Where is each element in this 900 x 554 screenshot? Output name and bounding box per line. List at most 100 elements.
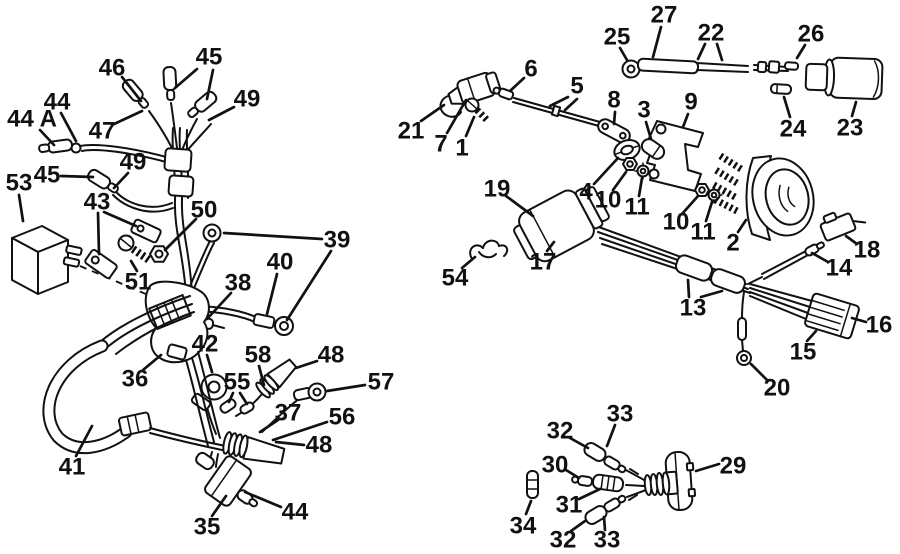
callout-label-32: 32 — [547, 418, 574, 445]
callout-leader-line — [736, 218, 748, 234]
callout-leader-line — [274, 440, 306, 447]
callout-leader-line — [644, 120, 653, 141]
callout-leader-line — [419, 103, 446, 123]
callout-label-42: 42 — [192, 331, 219, 358]
callout-label-15: 15 — [790, 339, 817, 366]
hex-nut-10-b — [694, 183, 710, 197]
screw-51 — [117, 234, 152, 264]
callout-leader-line — [325, 383, 367, 393]
choke-connector-assembly — [526, 441, 697, 526]
multi-pin-connector-16 — [804, 292, 860, 340]
junction-lower-wires — [185, 351, 221, 447]
callout-label-54: 54 — [442, 265, 469, 292]
callout-leader-line — [222, 231, 324, 241]
callout-leader-line — [163, 217, 198, 252]
callout-leader-line — [605, 423, 617, 448]
lead-wire-49 — [86, 168, 174, 213]
harness-sleeve-lower — [167, 174, 195, 198]
callout-label-39: 39 — [324, 227, 351, 254]
ribbed-connector-37 — [222, 431, 286, 465]
callout-leader-line — [129, 259, 139, 273]
harness-plug-17-19 — [513, 186, 610, 263]
callout-leader-line — [173, 67, 199, 90]
nut-50 — [149, 245, 169, 263]
key-switch-assembly — [613, 120, 815, 241]
callout-label-35: 35 — [194, 514, 221, 541]
callout-leader-line — [120, 75, 143, 103]
fan-out-wires — [749, 283, 813, 320]
callout-leader-line — [694, 462, 721, 473]
link-plate-8 — [597, 118, 631, 144]
callout-leader-line — [637, 176, 644, 198]
callout-label-44: 44 — [44, 89, 71, 116]
callout-label-9: 9 — [684, 89, 697, 116]
callout-label-3: 3 — [637, 97, 650, 124]
callout-label-31: 31 — [556, 492, 583, 519]
callout-leader-line — [681, 112, 690, 129]
callout-leader-line — [265, 272, 279, 316]
callout-leader-line — [651, 25, 663, 59]
ground-lead-20 — [736, 291, 752, 366]
callout-label-37: 37 — [275, 400, 302, 427]
cable-tip-26 — [783, 61, 800, 71]
choke-fan-wires — [623, 468, 647, 501]
callout-label-13: 13 — [680, 295, 707, 322]
callout-label-5: 5 — [570, 73, 583, 100]
engine-harness-assembly — [11, 65, 327, 508]
callout-label-49: 49 — [120, 149, 147, 176]
callout-leader-line — [17, 193, 25, 223]
bullet-connector-45-a — [162, 65, 178, 102]
callout-leader-line — [696, 42, 707, 61]
connector-18 — [819, 211, 867, 242]
callout-label-45: 45 — [34, 162, 61, 189]
callout-leader-line — [749, 362, 769, 382]
callout-leader-line — [592, 156, 620, 186]
callout-leader-line — [110, 109, 144, 127]
sleeve-32-upper — [583, 441, 607, 463]
callout-label-21: 21 — [398, 118, 425, 145]
callout-label-11: 11 — [690, 219, 715, 246]
callout-label-44: 44 — [282, 499, 309, 526]
ribbed-boot — [643, 470, 679, 497]
callout-label-49: 49 — [234, 86, 261, 113]
callout-label-38: 38 — [225, 270, 252, 297]
callout-label-30: 30 — [542, 452, 569, 479]
callout-leader-line — [141, 353, 163, 372]
callout-label-23: 23 — [837, 115, 864, 142]
callout-leader-line — [844, 234, 859, 246]
callout-label-7: 7 — [434, 131, 447, 158]
callout-label-16: 16 — [866, 312, 893, 339]
callout-leader-line — [257, 364, 266, 387]
callout-label-46: 46 — [99, 55, 126, 82]
callout-leader-line — [618, 46, 629, 62]
callout-label-8: 8 — [607, 87, 620, 114]
hex-nut-10-a — [622, 157, 638, 171]
callout-label-10: 10 — [663, 209, 690, 236]
callout-leader-line — [504, 194, 535, 218]
callout-leader-line — [704, 200, 714, 223]
callout-label-14: 14 — [826, 255, 853, 282]
callout-leader-line — [74, 424, 94, 458]
callout-leader-line — [112, 171, 130, 190]
callout-leader-line — [59, 174, 95, 179]
callout-label-32: 32 — [550, 527, 577, 554]
callout-label-57: 57 — [368, 369, 395, 396]
callout-label-43: 43 — [84, 189, 111, 216]
callout-leader-line — [59, 111, 78, 143]
sleeve-13-b — [710, 268, 746, 294]
callout-leader-line — [611, 170, 628, 192]
sleeve-55-a — [219, 398, 237, 414]
bullet-connector-45-b — [187, 90, 218, 119]
junction-exit-wires — [99, 295, 195, 355]
callout-leader-line — [205, 353, 214, 374]
callout-leader-line — [207, 105, 236, 122]
callout-leader-line — [850, 100, 858, 118]
callout-leader-line — [524, 499, 533, 516]
sender-lead-14 — [747, 241, 825, 285]
bracket-tab-43-left — [84, 249, 118, 279]
callout-label-11: 11 — [624, 194, 649, 221]
callout-leader-line — [577, 487, 602, 501]
callout-label-34: 34 — [510, 513, 537, 540]
sleeve-13-a — [674, 254, 714, 282]
